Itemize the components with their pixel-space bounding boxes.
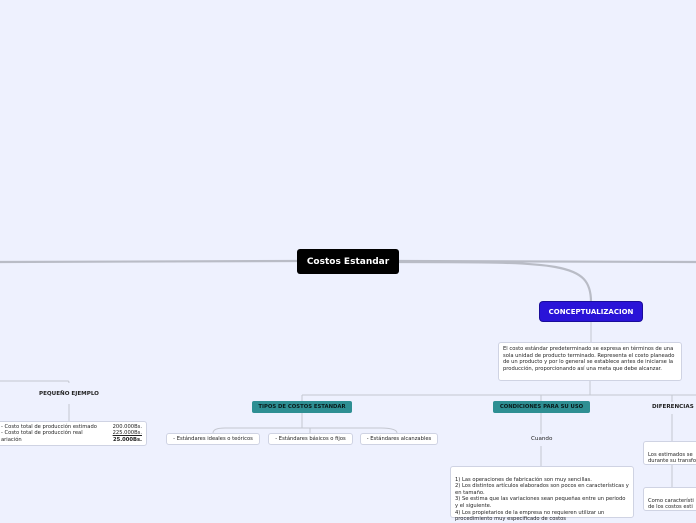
ejemplo-variacion-label: ariación <box>1 436 22 443</box>
ejemplo-label: PEQUEÑO EJEMPLO <box>39 391 99 397</box>
conceptualizacion-label: CONCEPTUALIZACION <box>548 307 634 316</box>
diferencias-text-1: Los estimados se durante su transfo prod… <box>648 451 696 465</box>
condiciones-node[interactable]: CONDICIONES PARA SU USO <box>493 401 590 413</box>
tipos-item-basicos[interactable]: - Estándares básicos o fijos <box>268 433 353 445</box>
tipos-item-ideales[interactable]: - Estándares ideales o teóricos <box>166 433 260 445</box>
diferencias-text-2: Como característi de los costos esti aju… <box>648 497 694 511</box>
connector-root-concept <box>398 260 593 303</box>
conceptualizacion-text-node[interactable]: El costo estándar predeterminado se expr… <box>498 342 682 381</box>
root-title: Costos Estandar <box>306 256 390 267</box>
cuando-label: Cuando <box>531 436 553 442</box>
root-node[interactable]: Costos Estandar <box>297 249 399 274</box>
diferencias-text-node-2[interactable]: Como característi de los costos esti aju… <box>643 487 696 511</box>
ejemplo-node[interactable]: PEQUEÑO EJEMPLO <box>39 391 99 397</box>
ejemplo-text-node[interactable]: - Costo total de producción estimado 200… <box>0 421 147 446</box>
ejemplo-variacion-value: 25.000Bs. <box>112 436 142 443</box>
connector-tipos-items <box>212 413 398 434</box>
conceptualizacion-text: El costo estándar predeterminado se expr… <box>503 346 675 372</box>
condiciones-label: CONDICIONES PARA SU USO <box>499 404 584 410</box>
condiciones-text: 1) Las operaciones de fabricación son mu… <box>455 476 629 523</box>
connector-root-left <box>0 259 298 264</box>
condiciones-text-node[interactable]: 1) Las operaciones de fabricación son mu… <box>450 466 634 522</box>
cuando-node[interactable]: Cuando <box>531 436 552 442</box>
tipos-item-alcanzables[interactable]: - Estándares alcanzables <box>360 433 438 445</box>
tipos-item-label: - Estándares alcanzables <box>366 436 432 442</box>
tipos-node[interactable]: TIPOS DE COSTOS ESTANDAR <box>252 401 352 413</box>
diferencias-node[interactable]: DIFERENCIAS <box>652 404 694 410</box>
ejemplo-row-variacion: ariación 25.000Bs. <box>1 437 142 443</box>
ejemplo-real-value: 225.000Bs. <box>112 430 142 437</box>
ejemplo-row-real: - Costo total de producción real 225.000… <box>1 430 142 436</box>
tipos-item-label: - Estándares ideales o teóricos <box>173 436 253 442</box>
ejemplo-row-estimado: - Costo total de producción estimado 200… <box>1 424 142 430</box>
tipos-item-label: - Estándares básicos o fijos <box>275 436 346 442</box>
conceptualizacion-node[interactable]: CONCEPTUALIZACION <box>540 302 642 321</box>
ejemplo-estimado-value: 200.000Bs. <box>112 424 142 430</box>
ejemplo-real-label: - Costo total de producción real <box>1 430 83 437</box>
diferencias-label: DIFERENCIAS <box>652 404 694 410</box>
connector-ejemplo <box>0 380 70 421</box>
ejemplo-estimado-label: - Costo total de producción estimado <box>1 424 97 430</box>
tipos-label: TIPOS DE COSTOS ESTANDAR <box>258 404 346 410</box>
diferencias-text-node-1[interactable]: Los estimados se durante su transfo prod… <box>643 441 696 465</box>
